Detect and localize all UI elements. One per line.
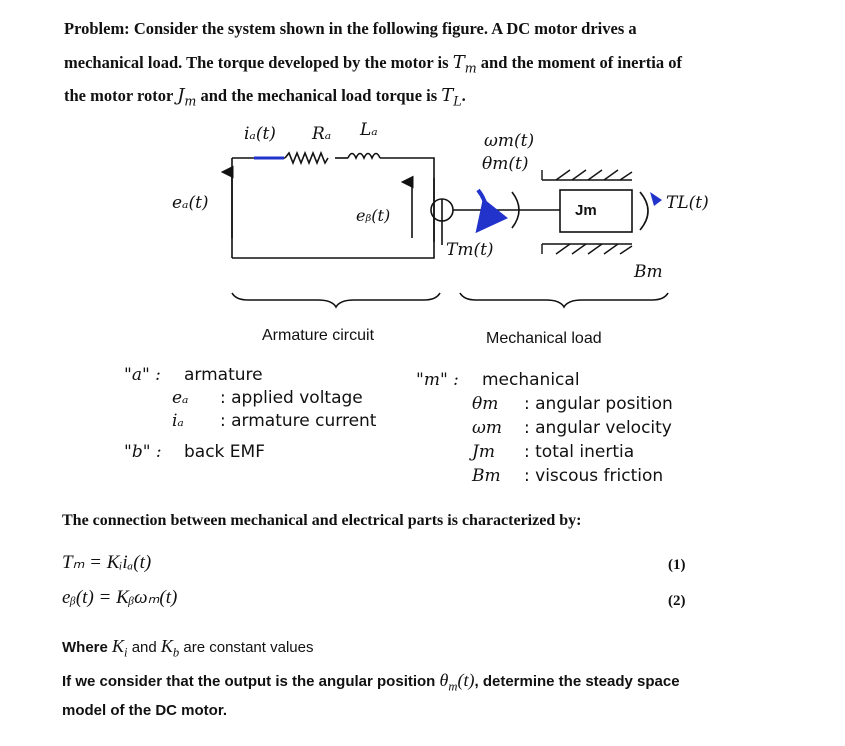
label-tl: TL(t) <box>666 193 709 213</box>
symbol-ki: Ki <box>112 636 128 660</box>
mechanical-brace <box>459 292 669 309</box>
legend-right: "m" :mechanical θm: angular position ωm:… <box>416 368 673 488</box>
label-bm: Bm <box>634 262 663 282</box>
symbol-theta-m: θm(t) <box>439 670 475 694</box>
load-torque-arrowhead <box>650 192 662 206</box>
label-armature-circuit: Armature circuit <box>262 327 375 344</box>
equation-1-number: (1) <box>668 557 686 573</box>
symbol-kb: Kb <box>160 636 180 660</box>
equation-2-number: (2) <box>668 593 686 609</box>
where-line: Where Ki and Kb are constant values <box>62 636 314 660</box>
equation-1: Tₘ = Kᵢiₐ(t) <box>62 552 152 573</box>
top-hatch <box>541 169 633 181</box>
problem-text-3a: the motor rotor <box>64 86 174 105</box>
legend-row: Bm: viscous friction <box>472 466 664 486</box>
armature-brace <box>231 292 441 309</box>
problem-text-3b: and the mechanical load torque is <box>200 86 438 105</box>
label-tm: Tm(t) <box>446 240 494 260</box>
label-la: Lₐ <box>360 120 378 140</box>
question-line-2: model of the DC motor. <box>62 702 227 719</box>
legend-row: ωm: angular velocity <box>472 418 672 438</box>
inductor-la <box>347 152 381 160</box>
equation-2: eᵦ(t) = Kᵦωₘ(t) <box>62 587 178 608</box>
problem-text-2b: and the moment of inertia of <box>480 53 682 72</box>
problem-line-2: mechanical load. The torque developed by… <box>64 52 682 76</box>
resistor-ra <box>284 150 329 166</box>
symbol-tl: TL <box>441 85 462 109</box>
problem-line-3: the motor rotor Jm and the mechanical lo… <box>64 85 466 109</box>
label-ea: eₐ(t) <box>172 193 209 213</box>
label-jm: Jm <box>575 202 597 219</box>
problem-line-1: Problem: Consider the system shown in th… <box>64 19 637 39</box>
label-ra: Rₐ <box>312 124 332 144</box>
legend-row: eₐ: applied voltage <box>172 388 363 408</box>
label-ia: iₐ(t) <box>244 124 276 144</box>
problem-prefix: Problem: <box>64 19 130 38</box>
label-eb: eᵦ(t) <box>356 206 391 225</box>
question-line-1: If we consider that the output is the an… <box>62 670 680 694</box>
legend-row: "a" :armature <box>124 365 263 385</box>
load-torque-arc <box>639 191 649 231</box>
motor-torque-arrow <box>475 188 508 234</box>
legend-row: "b" :back EMF <box>124 442 265 462</box>
motor-shaft <box>430 178 560 245</box>
bottom-hatch <box>541 243 633 255</box>
legend-row: "m" :mechanical <box>416 370 580 390</box>
legend-left: "a" :armature eₐ: applied voltage iₐ: ar… <box>124 364 376 464</box>
symbol-jm: Jm <box>177 85 197 109</box>
armature-circuit-wiring <box>231 157 435 259</box>
problem-text-1: Consider the system shown in the followi… <box>133 19 637 38</box>
problem-text-2a: mechanical load. The torque developed by… <box>64 53 449 72</box>
label-wm: ωm(t) <box>484 131 535 151</box>
label-thm: θm(t) <box>482 154 529 174</box>
legend-row: Jm: total inertia <box>472 442 635 462</box>
shaft-bend <box>511 191 520 229</box>
symbol-tm: Tm <box>452 52 477 76</box>
connection-text: The connection between mechanical and el… <box>62 512 582 529</box>
inertia-block-jm <box>559 189 633 233</box>
legend-row: θm: angular position <box>472 394 673 414</box>
legend-row: iₐ: armature current <box>172 411 377 431</box>
label-mechanical-load: Mechanical load <box>486 330 602 347</box>
